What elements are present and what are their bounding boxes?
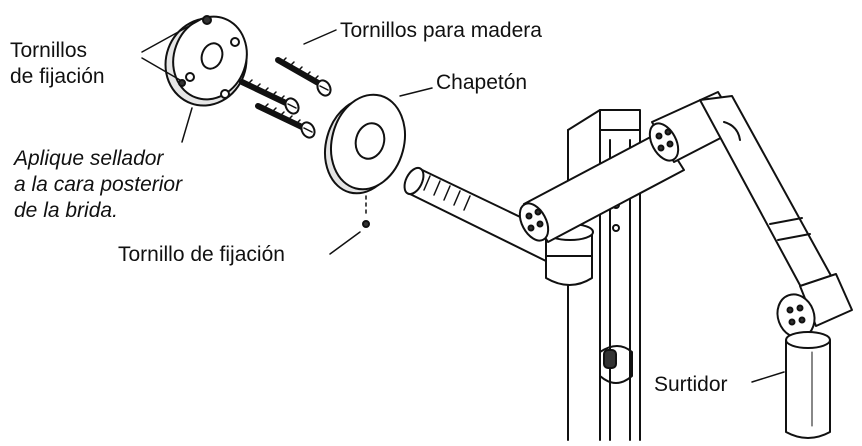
label-spout: Surtidor [654, 373, 728, 396]
label-wood-screws: Tornillos para madera [340, 19, 542, 42]
label-sealant-line2: a la cara posterior [14, 173, 183, 196]
wood-screw-3 [255, 103, 316, 139]
label-escutcheon: Chapetón [436, 71, 528, 94]
set-screw [362, 195, 370, 228]
flange [164, 15, 248, 107]
label-sealant-line1: Aplique sellador [14, 147, 164, 170]
swing-arm-2 [699, 95, 841, 301]
leader-lines [141, 19, 785, 383]
spout-elbow [776, 273, 853, 339]
escutcheon-ring [324, 93, 406, 195]
wood-screw-2 [239, 79, 300, 115]
wood-screw-1 [275, 57, 332, 97]
label-sealant-line3: de la brida. [14, 199, 118, 222]
spout-tube [785, 331, 831, 439]
label-set-screw: Tornillo de fijación [118, 243, 285, 266]
swing-arm-1 [518, 131, 685, 243]
label-mounting-screws-line2: de fijación [10, 65, 105, 88]
label-mounting-screws-line1: Tornillos [10, 39, 88, 62]
